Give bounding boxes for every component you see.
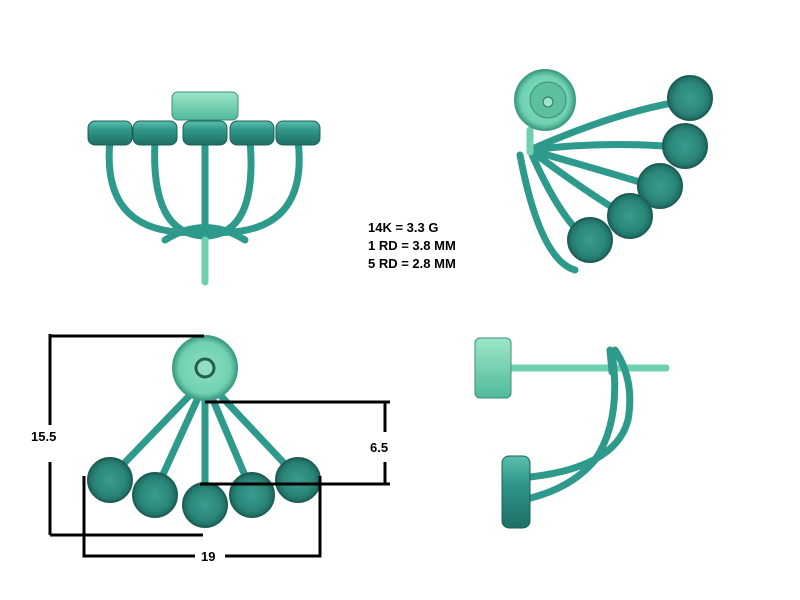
front-bezels xyxy=(87,120,321,146)
dimension-lines xyxy=(48,334,390,558)
spec-center-stone: 1 RD = 3.8 MM xyxy=(368,238,456,253)
perspective-view xyxy=(514,69,713,274)
dimension-drop: 6.5 xyxy=(370,440,388,455)
specifications: 14K = 3.3 G 1 RD = 3.8 MM 5 RD = 2.8 MM xyxy=(368,219,456,273)
dimension-height: 15.5 xyxy=(31,429,56,444)
dimension-width: 19 xyxy=(201,549,215,564)
spec-side-stones: 5 RD = 2.8 MM xyxy=(368,256,456,271)
front-view xyxy=(87,91,321,286)
top-view: 15.5 6.5 19 xyxy=(31,334,390,564)
spec-weight: 14K = 3.3 G xyxy=(368,220,439,235)
side-view xyxy=(474,337,670,529)
